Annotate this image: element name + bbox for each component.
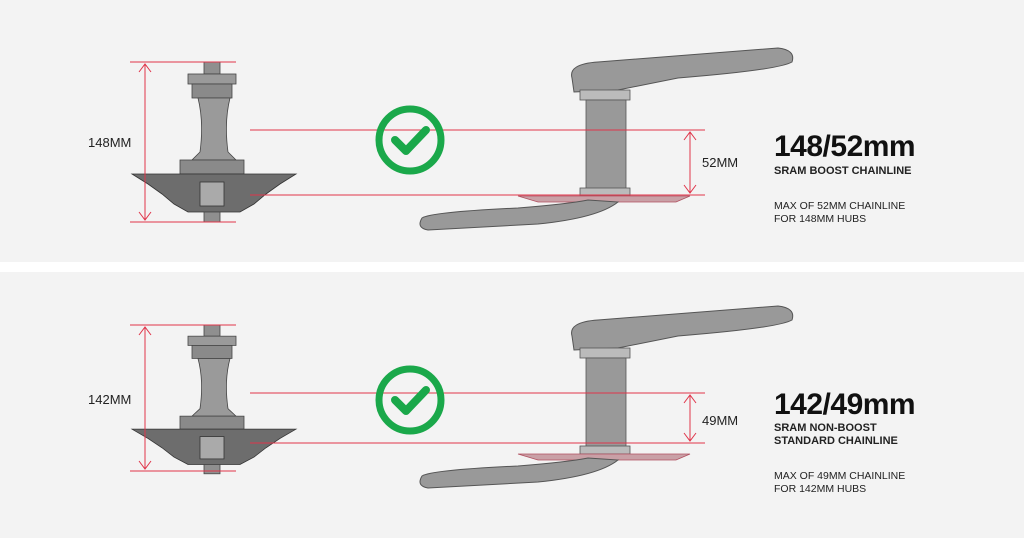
hub-width-label: 142MM bbox=[88, 392, 132, 407]
check-circle-icon bbox=[379, 369, 441, 431]
boost-diagram bbox=[130, 47, 794, 231]
spec-title: 148/52mm bbox=[774, 130, 916, 163]
spec-subtitle: SRAM BOOST CHAINLINE bbox=[774, 165, 912, 178]
crankset-drawing bbox=[419, 305, 794, 489]
chainline-label: 52MM bbox=[702, 155, 739, 170]
spec-title: 142/49mm bbox=[774, 388, 916, 421]
check-circle-icon bbox=[379, 109, 441, 171]
note-line: MAX OF 49MM CHAINLINE bbox=[774, 470, 906, 482]
note-line: MAX OF 52MM CHAINLINE bbox=[774, 200, 906, 212]
measure-lines bbox=[130, 324, 705, 472]
subtitle-line: SRAM NON-BOOST bbox=[774, 422, 877, 434]
subtitle-line: SRAM BOOST CHAINLINE bbox=[774, 165, 912, 177]
hub-drawing bbox=[131, 61, 297, 223]
measure-lines bbox=[130, 61, 705, 223]
note-line: FOR 148MM HUBS bbox=[774, 213, 867, 225]
subtitle-line: STANDARD CHAINLINE bbox=[774, 435, 898, 447]
hub-drawing bbox=[131, 324, 297, 475]
chainline-label: 49MM bbox=[702, 413, 739, 428]
non-boost-diagram bbox=[130, 305, 794, 489]
boost-panel: 148MM 52MM 148/52mm SRAM BOOST CHAINLINE… bbox=[0, 0, 1024, 262]
crankset-drawing bbox=[419, 47, 794, 231]
note-line: FOR 142MM HUBS bbox=[774, 483, 867, 495]
hub-width-label: 148MM bbox=[88, 135, 132, 150]
